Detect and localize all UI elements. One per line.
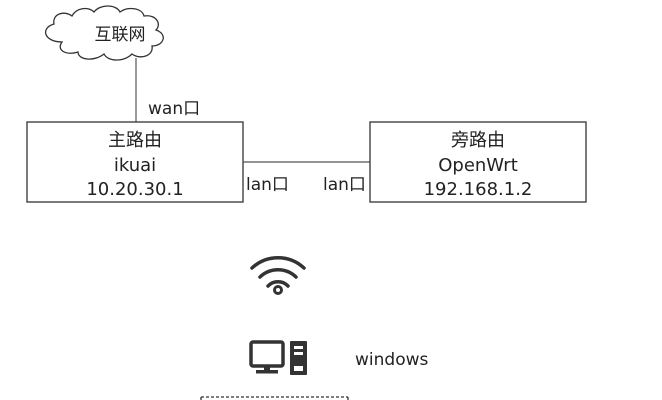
main-router-box: 主路由 ikuai 10.20.30.1 (26, 121, 244, 203)
side-router-ip: 192.168.1.2 (424, 179, 533, 200)
wifi-icon (250, 255, 306, 295)
cloud-shape (44, 5, 164, 61)
desktop-computer-icon (249, 340, 307, 375)
side-lan-port-label: lan口 (323, 175, 366, 195)
side-router-box: 旁路由 OpenWrt 192.168.1.2 (369, 121, 587, 203)
internet-cloud: 互联网 (44, 5, 164, 61)
wan-label: wan口 (148, 99, 200, 119)
main-router-name: ikuai (114, 155, 156, 176)
pc-label: windows (355, 350, 428, 370)
main-router-rect (26, 121, 244, 203)
side-router-rect (369, 121, 587, 203)
main-router-ip: 10.20.30.1 (86, 179, 183, 200)
main-lan-port-label: lan口 (246, 175, 289, 195)
main-router-title: 主路由 (108, 130, 162, 151)
side-router-name: OpenWrt (438, 155, 518, 176)
cloud-label: 互联网 (95, 25, 146, 45)
side-router-title: 旁路由 (451, 130, 505, 151)
